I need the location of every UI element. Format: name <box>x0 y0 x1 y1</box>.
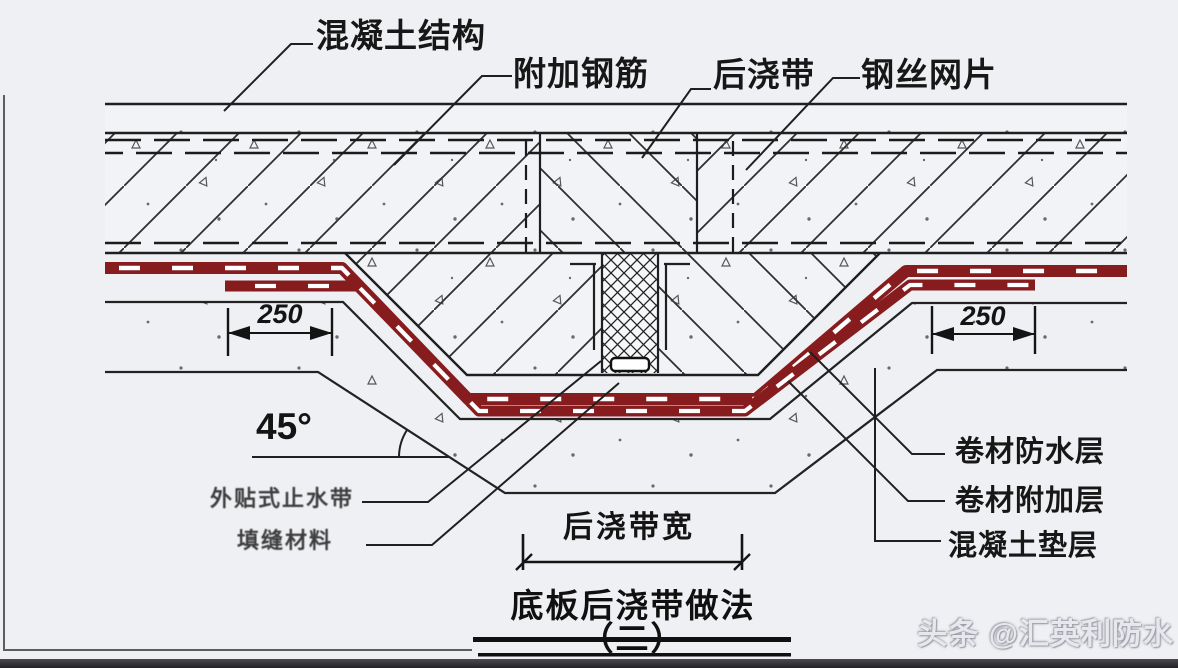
label-additional-rebar: 附加钢筋 <box>513 55 649 92</box>
leader-post-cast-strip <box>641 88 711 159</box>
strip-width-dimension <box>515 534 751 571</box>
title-underline <box>473 637 791 657</box>
bottom-edge-bar <box>0 659 1178 668</box>
leader-lines <box>223 43 945 546</box>
leader-concrete-cushion <box>874 368 941 542</box>
watermark-text: 头条 @汇英利防水 <box>917 618 1174 651</box>
recess-concrete <box>345 253 880 375</box>
leader-joint-filler <box>366 382 620 546</box>
slab-outline <box>105 102 1127 377</box>
concrete-cushion-layer <box>105 300 1127 495</box>
label-external-waterstop: 外贴式止水带 <box>210 486 355 511</box>
label-membrane-additional: 卷材附加层 <box>955 485 1106 517</box>
membrane-waterproof-layer-shape <box>105 262 1127 405</box>
dimension-left-250-value: 250 <box>257 299 303 329</box>
leader-membrane-waterproof <box>809 351 945 455</box>
joint-filler-crosshatch <box>600 253 660 373</box>
drawing-title: 底板后浇带做法（二） <box>510 587 756 657</box>
label-concrete-structure: 混凝土结构 <box>316 17 486 54</box>
angle-annotation <box>252 429 449 458</box>
post-cast-strip-block <box>538 133 699 253</box>
slab-top-band <box>105 104 1127 133</box>
leader-membrane-additional <box>787 380 945 502</box>
external-waterstop-shape <box>609 356 651 373</box>
leader-concrete-structure <box>223 43 313 112</box>
label-strip-width: 后浇带宽 <box>563 511 695 544</box>
leader-steel-wire-mesh <box>745 77 860 171</box>
label-joint-filler: 填缝材料 <box>237 528 334 553</box>
label-post-cast-strip: 后浇带 <box>713 56 815 93</box>
wire-mesh-brackets <box>570 262 690 350</box>
label-angle-45: 45° <box>256 406 312 447</box>
membrane-additional-layer-shape <box>225 279 1035 417</box>
label-steel-wire-mesh: 钢丝网片 <box>861 56 997 93</box>
leader-external-waterstop <box>362 360 602 503</box>
dimension-left-250 <box>226 308 334 356</box>
dimension-right-250 <box>930 306 1037 354</box>
drawing-frame <box>3 95 472 651</box>
dimension-right-250-value: 250 <box>960 301 1006 331</box>
label-membrane-waterproof: 卷材防水层 <box>955 436 1106 468</box>
rebar-dashed-lines <box>105 138 1127 253</box>
leader-additional-rebar <box>393 75 512 166</box>
label-concrete-cushion: 混凝土垫层 <box>948 530 1099 562</box>
